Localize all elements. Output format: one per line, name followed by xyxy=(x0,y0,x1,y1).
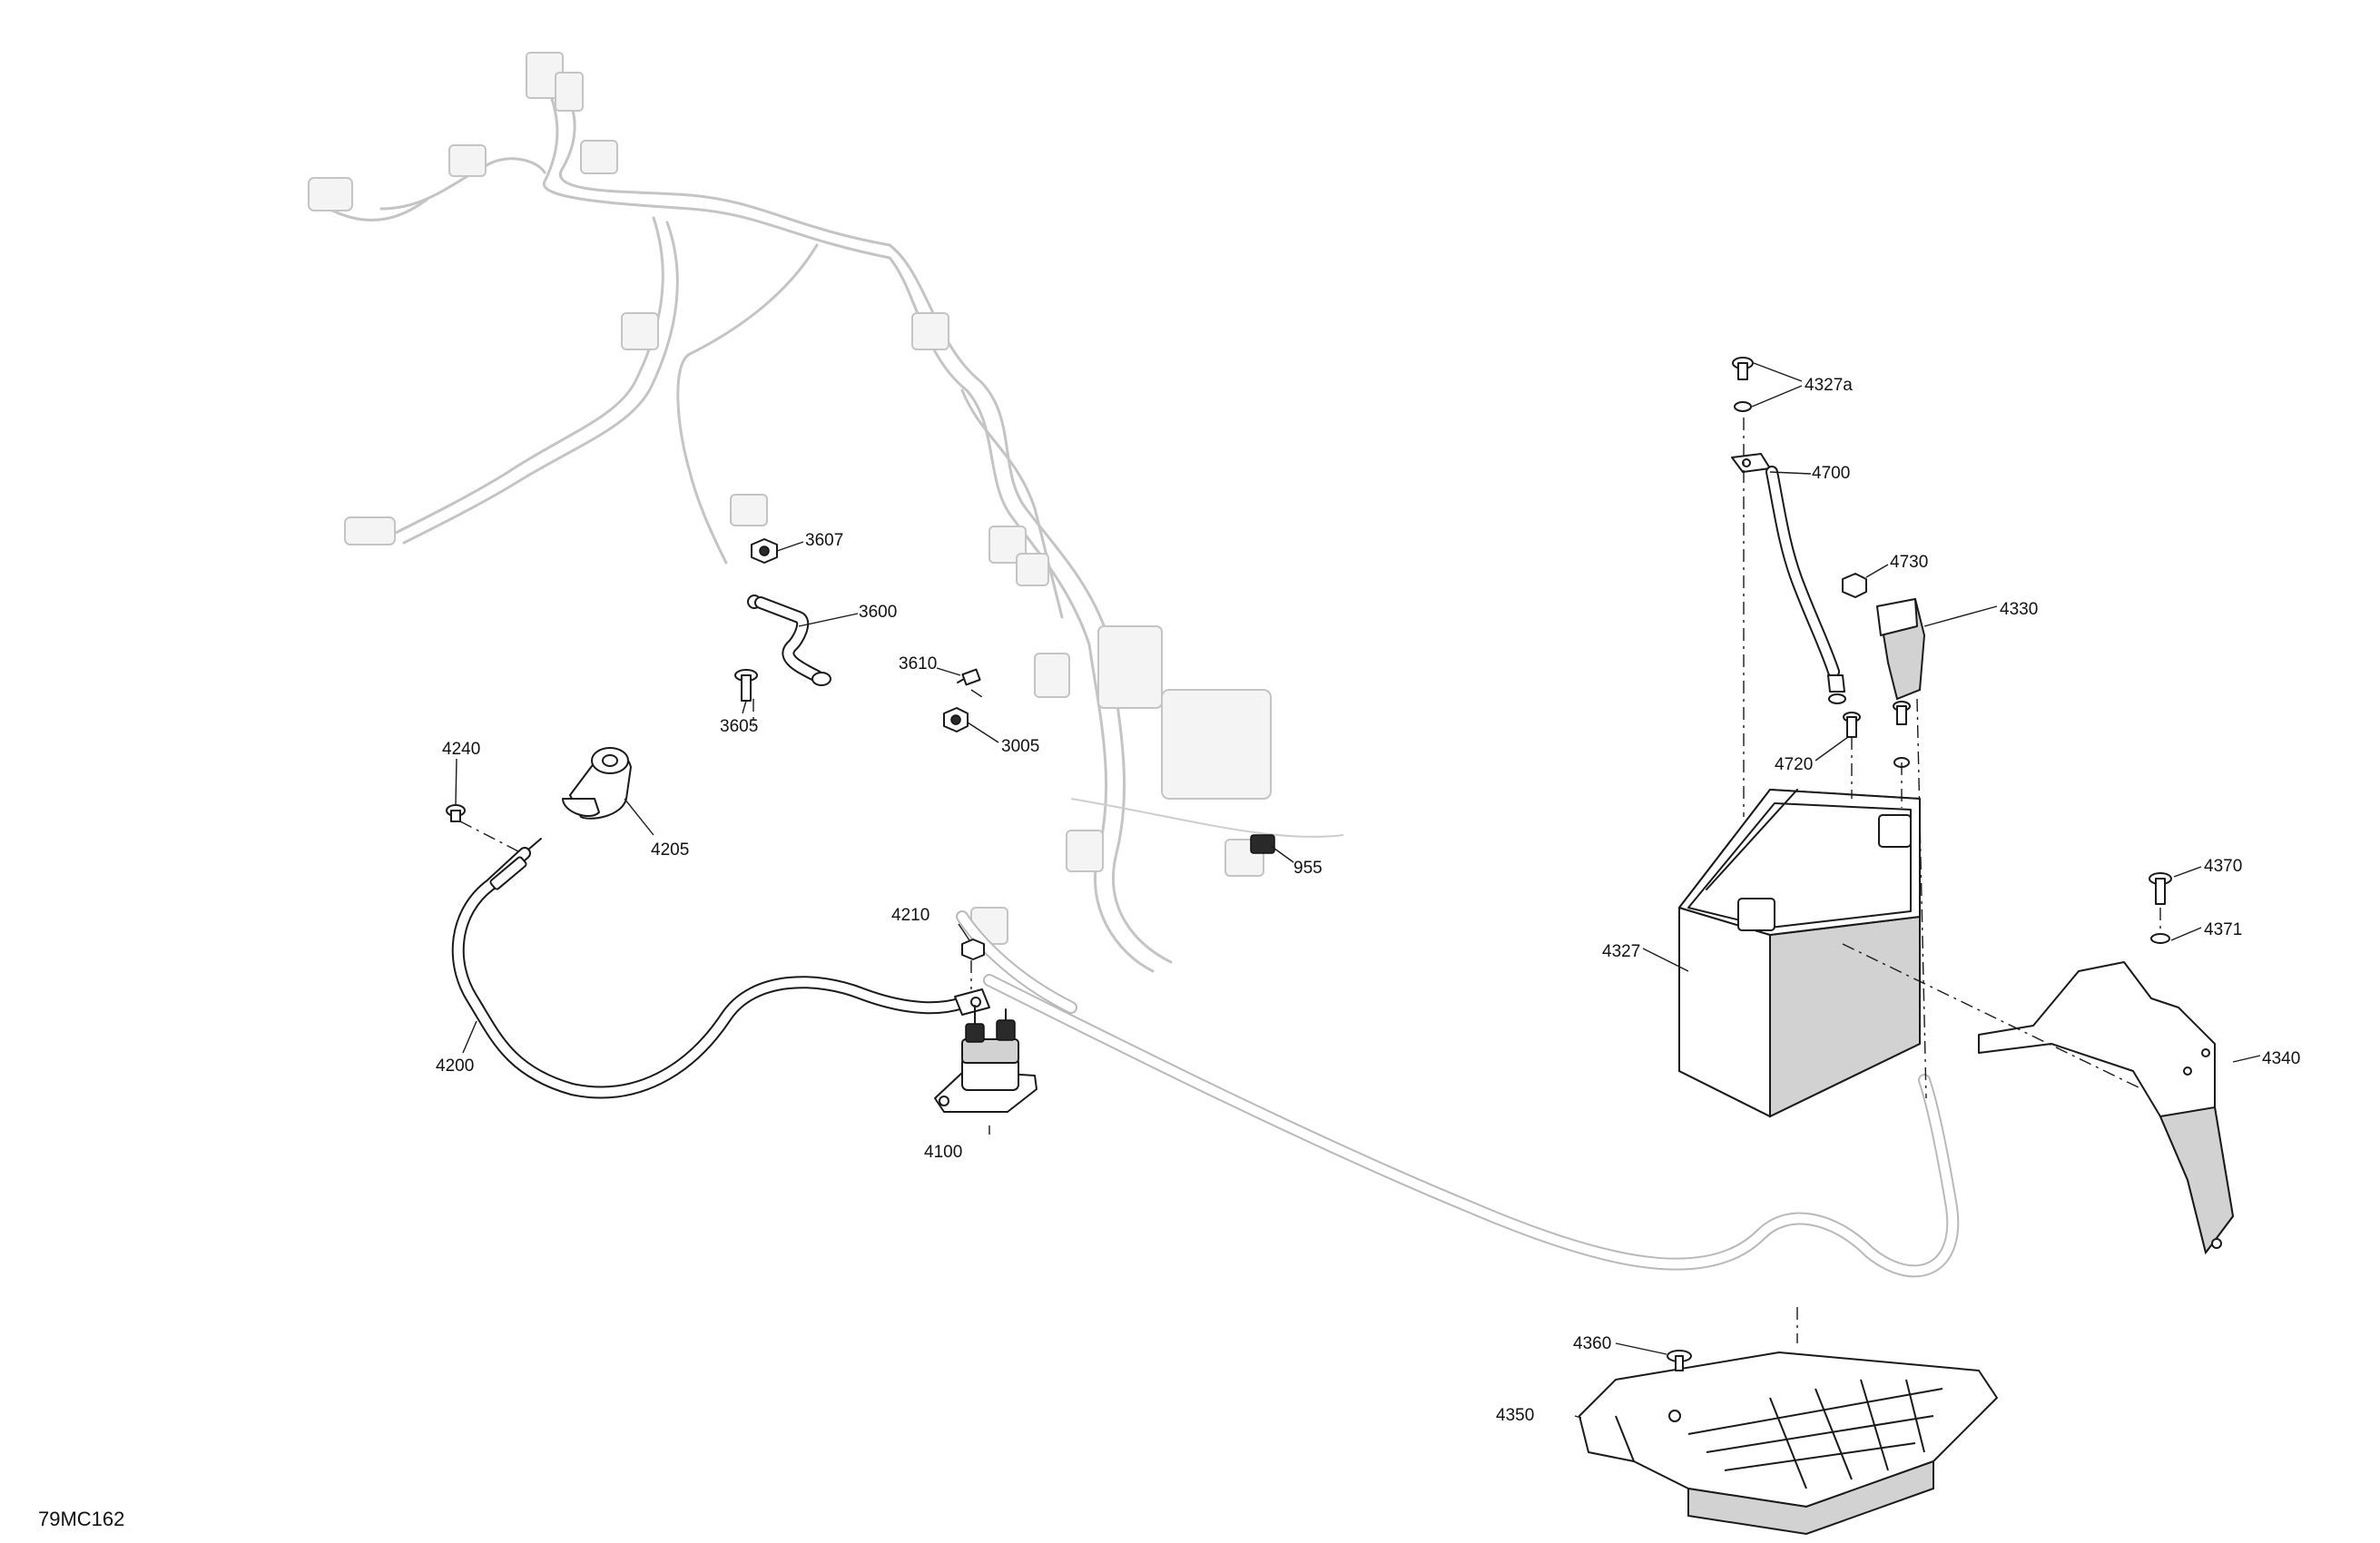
battery-4327 xyxy=(1678,789,1921,1118)
callout-4371: 4371 xyxy=(2204,920,2242,939)
screw-3610 xyxy=(957,668,981,686)
push-pin-4360 xyxy=(1667,1350,1692,1371)
callout-3610: 3610 xyxy=(899,654,937,673)
callout-4200: 4200 xyxy=(436,1057,474,1076)
callout-4330: 4330 xyxy=(2000,600,2038,619)
callout-955: 955 xyxy=(1293,859,1323,878)
clip-955 xyxy=(1250,834,1275,854)
nut-3005 xyxy=(943,707,969,732)
callout-3005: 3005 xyxy=(1001,737,1039,756)
callout-4370: 4370 xyxy=(2204,857,2242,876)
terminal-boot-4205 xyxy=(562,747,632,820)
callout-4730: 4730 xyxy=(1890,553,1928,572)
screw-4720 xyxy=(1843,712,1861,738)
callout-4240: 4240 xyxy=(442,740,480,759)
main-wire-harness-ghost xyxy=(308,52,1344,973)
screw-3605 xyxy=(734,669,758,702)
washer-4371 xyxy=(2150,933,2170,944)
callout-4210: 4210 xyxy=(891,906,929,925)
solenoid-4100 xyxy=(934,1005,1038,1113)
callout-4340: 4340 xyxy=(2262,1049,2300,1068)
screw-4240 xyxy=(446,804,466,822)
assembly-lines xyxy=(459,418,2161,1343)
nut-3607 xyxy=(751,538,778,564)
leader-lines xyxy=(455,362,2261,1419)
callout-3607: 3607 xyxy=(805,531,843,550)
callout-4205: 4205 xyxy=(651,840,689,860)
callout-3600: 3600 xyxy=(859,603,897,622)
terminal-cover-4330 xyxy=(1876,597,1926,701)
screw-4327a xyxy=(1732,357,1754,412)
screw-4720-battery xyxy=(1893,701,1911,768)
figure-id: 79MC162 xyxy=(38,1508,124,1530)
nut-4730 xyxy=(1842,573,1867,598)
nut-4210 xyxy=(961,939,985,960)
bracket-4340 xyxy=(1978,961,2235,1255)
callout-4360: 4360 xyxy=(1573,1334,1611,1353)
battery-tray-4350 xyxy=(1578,1351,1998,1536)
positive-cable-4200 xyxy=(451,838,990,1099)
callout-4720: 4720 xyxy=(1775,755,1813,774)
ground-cable-ghost xyxy=(956,910,1960,1278)
ground-cable-4700 xyxy=(1731,453,1846,704)
cable-3600 xyxy=(747,595,831,686)
callout-labels: 3607 3600 3605 3610 3005 955 4240 4205 4… xyxy=(38,376,2300,1530)
callout-4700: 4700 xyxy=(1812,464,1850,483)
callout-4100: 4100 xyxy=(924,1143,962,1162)
callout-4327a: 4327a xyxy=(1805,376,1853,395)
callout-4350: 4350 xyxy=(1496,1406,1534,1425)
screw-4370 xyxy=(2149,872,2172,905)
callout-3605: 3605 xyxy=(720,717,758,736)
callout-4327: 4327 xyxy=(1602,942,1640,961)
